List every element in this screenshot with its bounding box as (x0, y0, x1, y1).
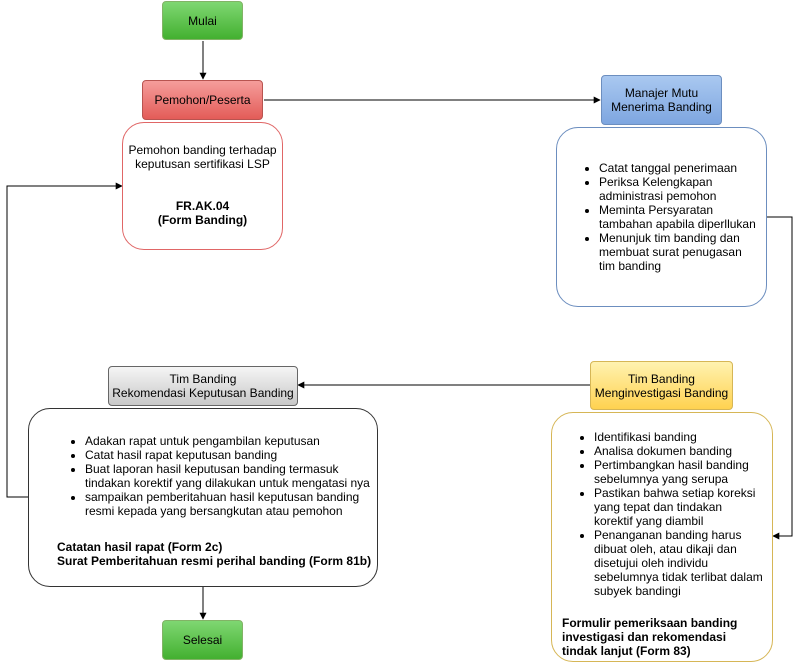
applicant-form-name: (Form Banding) (157, 213, 248, 227)
list-item: Catat tanggal penerimaan (599, 161, 758, 175)
team-investigation-label-line2: Menginvestigasi Banding (594, 385, 729, 400)
team-recommendation-label-line1: Tim Banding (169, 372, 237, 386)
list-item: Pertimbangkan hasil banding sebelumnya y… (594, 458, 764, 486)
team-recommendation-label-line2: Rekomendasi Keputusan Banding (112, 386, 294, 400)
end-label: Selesai (182, 633, 223, 647)
team-investigation-node: Tim Banding Menginvestigasi Banding (590, 361, 733, 410)
applicant-node: Pemohon/Peserta (142, 80, 263, 120)
list-item: Periksa Kelengkapan administrasi pemohon (599, 175, 758, 203)
investigation-task-list: Identifikasi banding Analisa dokumen ban… (578, 430, 764, 598)
applicant-card-line1: Pemohon banding terhadap (128, 143, 277, 157)
list-item: Catat hasil rapat keputusan banding (85, 448, 373, 462)
manager-card: Catat tanggal penerimaan Periksa Kelengk… (556, 127, 767, 307)
recommendation-note-line2: Surat Pemberitahuan resmi perihal bandin… (57, 554, 372, 568)
applicant-card: Pemohon banding terhadap keputusan serti… (122, 122, 283, 250)
team-investigation-card: Identifikasi banding Analisa dokumen ban… (551, 412, 773, 662)
list-item: Meminta Persyaratan tambahan apabila dip… (599, 203, 758, 231)
list-item: Pastikan bahwa setiap koreksi yang tepat… (594, 486, 764, 528)
recommendation-note-line1: Catatan hasil rapat (Form 2c) (57, 540, 223, 554)
start-label: Mulai (188, 13, 217, 28)
list-item: Adakan rapat untuk pengambilan keputusan (85, 434, 373, 448)
list-item: Buat laporan hasil keputusan banding ter… (85, 462, 373, 490)
team-investigation-label-line1: Tim Banding (628, 371, 695, 386)
list-item: Menunjuk tim banding dan membuat surat p… (599, 231, 758, 273)
applicant-form-code: FR.AK.04 (175, 199, 230, 213)
list-item: Analisa dokumen banding (594, 444, 764, 458)
start-node: Mulai (162, 1, 243, 40)
manager-label-line1: Manajer Mutu (624, 86, 699, 100)
edge-manager-to-investigation (767, 216, 793, 540)
list-item: Penanganan banding harus dibuat oleh, at… (594, 528, 764, 598)
manager-label-line2: Menerima Banding (611, 100, 712, 114)
applicant-card-line2: keputusan sertifikasi LSP (135, 157, 270, 171)
edge-recommendation-to-applicant (6, 182, 123, 498)
investigation-form-note: Formulir pemeriksaan banding investigasi… (562, 616, 738, 658)
applicant-label: Pemohon/Peserta (154, 93, 251, 107)
list-item: Identifikasi banding (594, 430, 764, 444)
team-recommendation-card: Adakan rapat untuk pengambilan keputusan… (28, 408, 378, 587)
manager-task-list: Catat tanggal penerimaan Periksa Kelengk… (583, 161, 758, 273)
end-node: Selesai (162, 620, 243, 660)
team-recommendation-node: Tim Banding Rekomendasi Keputusan Bandin… (108, 366, 298, 406)
recommendation-task-list: Adakan rapat untuk pengambilan keputusan… (69, 434, 373, 518)
manager-node: Manajer Mutu Menerima Banding (601, 75, 722, 125)
list-item: sampaikan pemberitahuan hasil keputusan … (85, 490, 373, 518)
